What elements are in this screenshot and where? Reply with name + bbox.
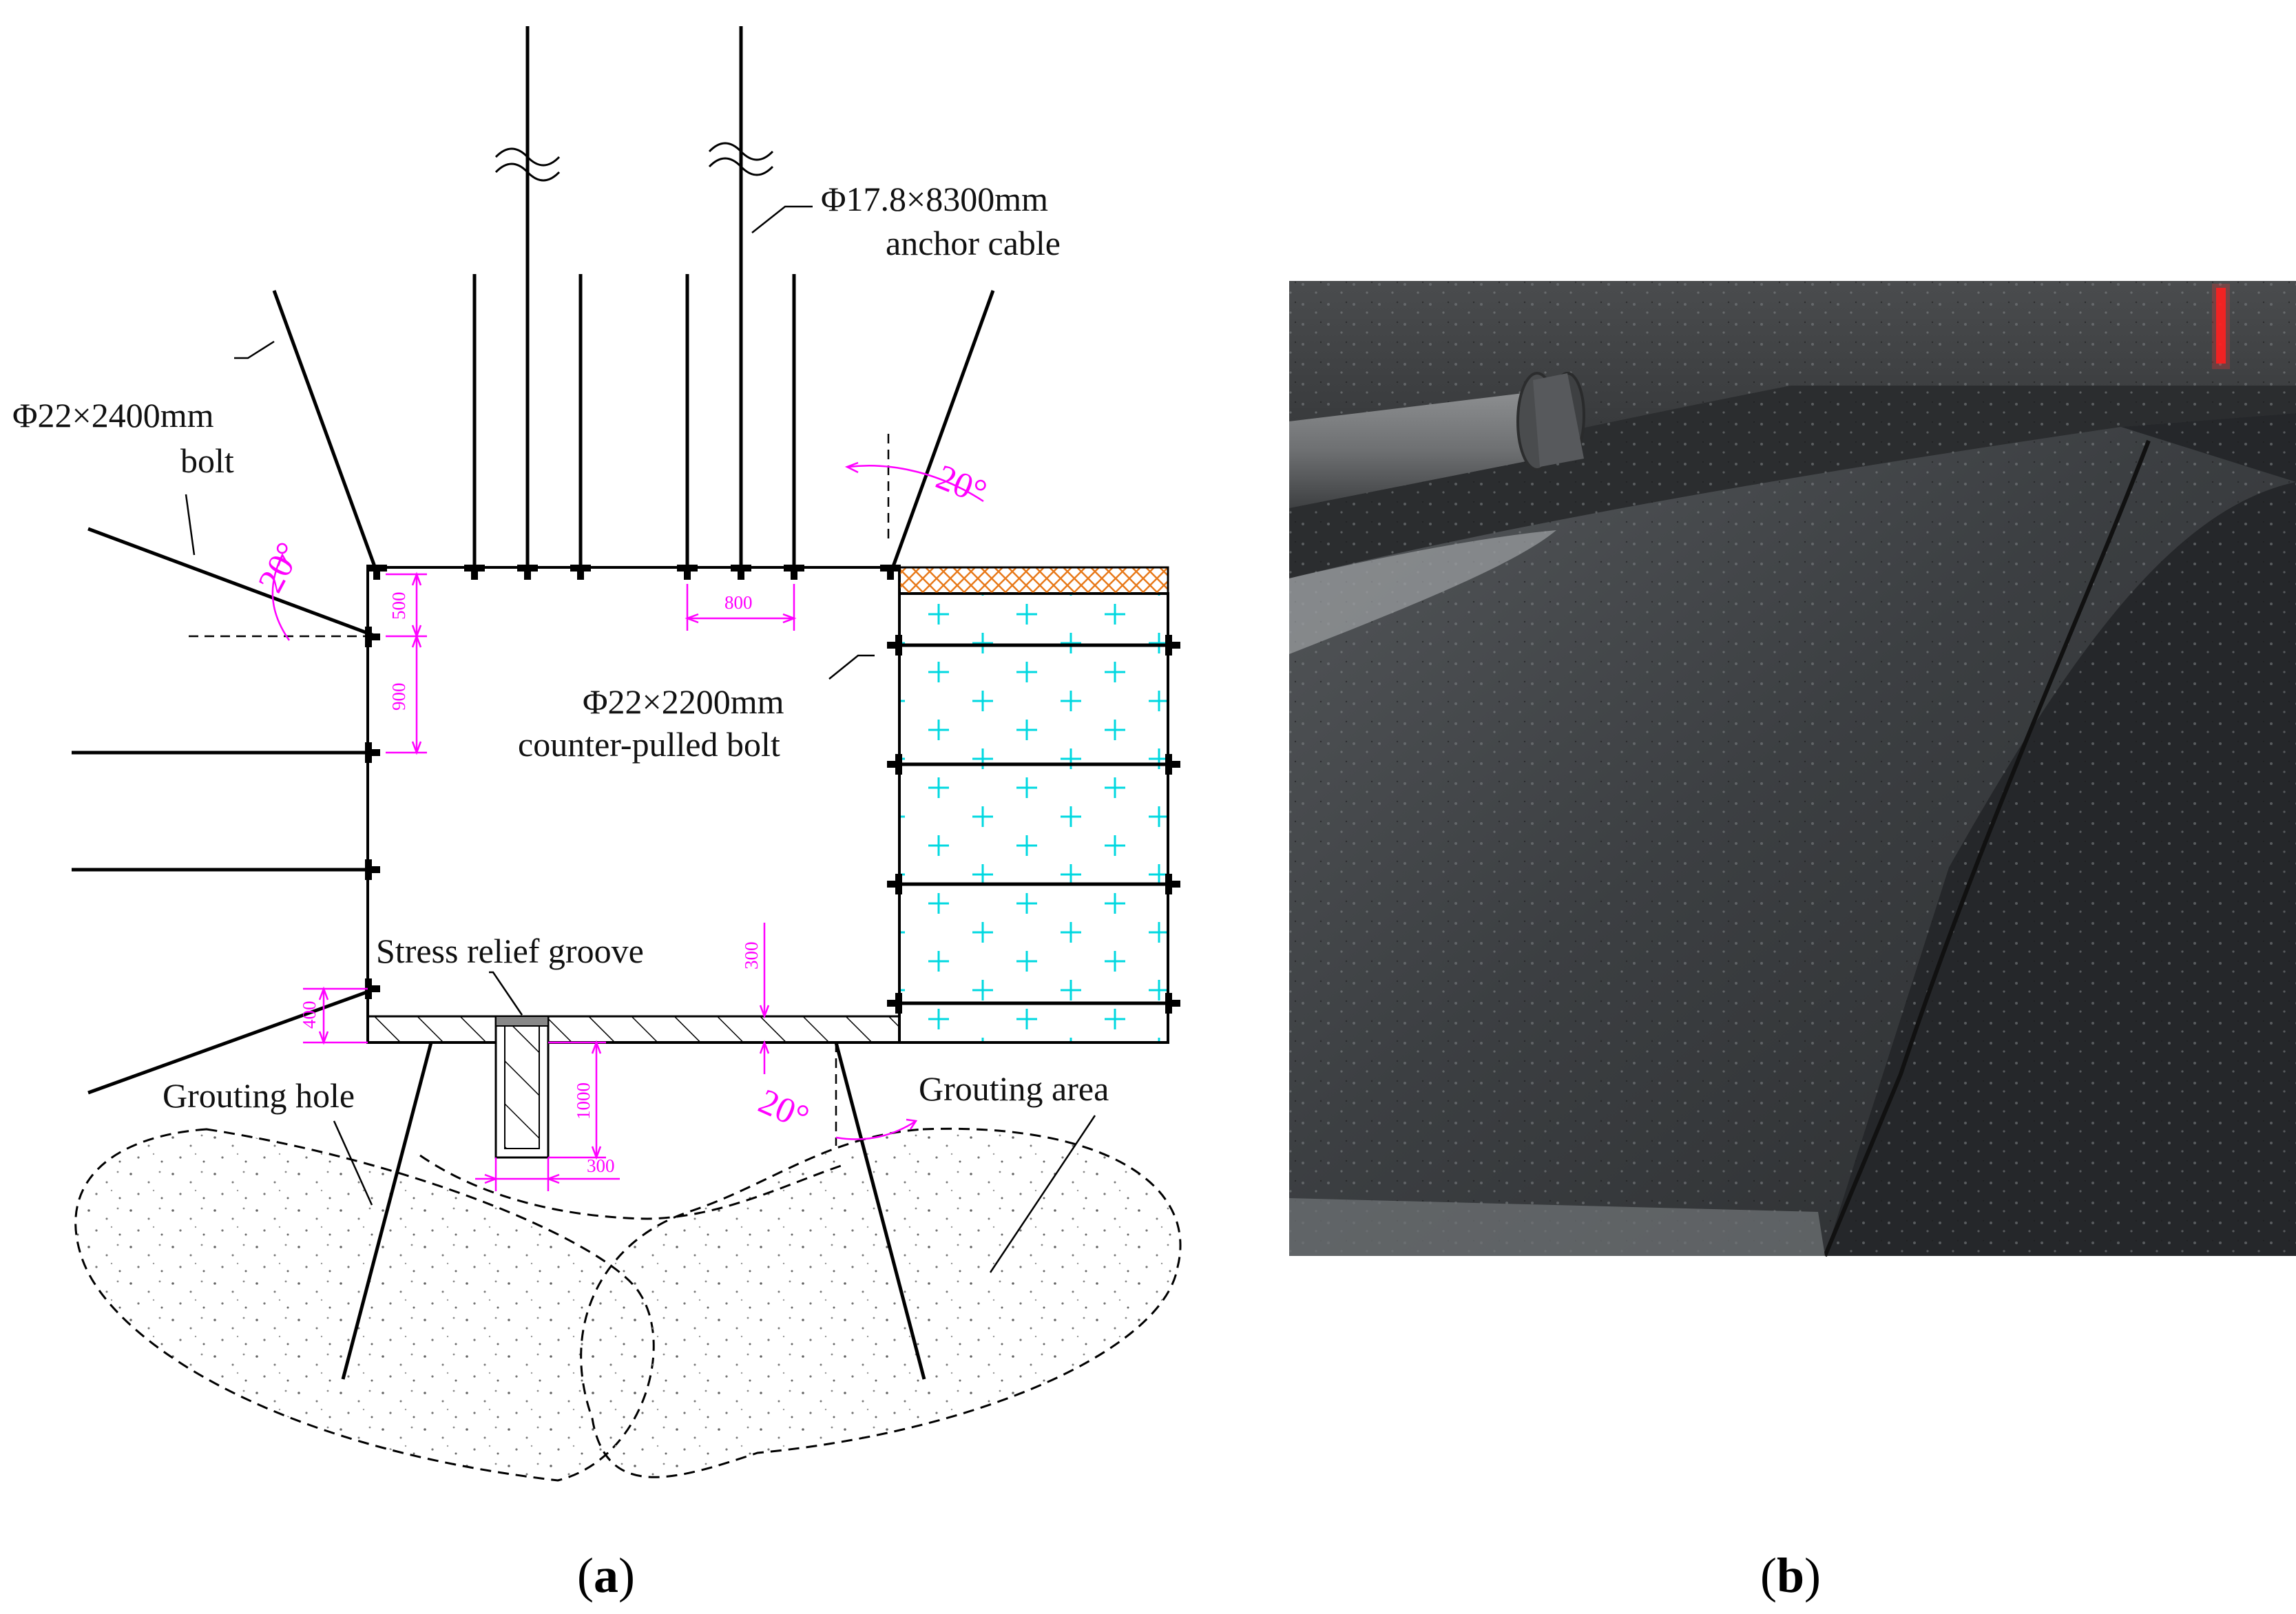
grouting-area-label: Grouting area: [919, 1069, 1109, 1108]
roof-bolts: [272, 274, 995, 571]
reference-lines: [189, 434, 890, 1146]
anchor-cables: [494, 26, 774, 567]
caption-a: (a): [577, 1548, 635, 1603]
dim-top-spacing: 800: [724, 592, 753, 613]
roadway-section: [366, 566, 901, 1044]
dim-bottom-left: 400: [299, 1001, 320, 1029]
grouting-hole-label: Grouting hole: [163, 1076, 355, 1115]
dim-groove-width: 300: [587, 1155, 615, 1176]
counter-bolt-name: counter-pulled bolt: [518, 725, 780, 764]
rib-bolt-inclined: [87, 527, 377, 638]
rib-bolts: [72, 527, 377, 1095]
grouting-zone-outline: [74, 1127, 1182, 1482]
panel-b-site-photo: (b): [1289, 281, 2296, 1603]
angle-bottom: 20°: [753, 1082, 815, 1138]
break-mark: [494, 147, 561, 182]
dimension-lines: [271, 461, 984, 1191]
dim-left-first: 500: [388, 592, 409, 620]
top-layer: [898, 566, 1169, 595]
break-mark: [708, 142, 774, 176]
floor-layer: [366, 1015, 901, 1044]
angle-right: 20°: [931, 457, 992, 512]
floor-bolts: [341, 1042, 926, 1380]
leader-lines: [185, 205, 1096, 1273]
angle-left: 20°: [251, 536, 309, 599]
bolt-name: bolt: [180, 441, 234, 480]
rib-bolt-inclined: [87, 987, 377, 1095]
pipe: [1289, 372, 1585, 508]
dim-groove-depth: 1000: [573, 1082, 594, 1120]
dim-left-second: 900: [388, 683, 409, 711]
dim-floor-layer: 300: [741, 942, 762, 970]
anchor-cable-name: anchor cable: [886, 224, 1061, 262]
light-patch: [1289, 530, 1556, 654]
roof-bolt-inclined: [272, 290, 378, 571]
red-light: [2216, 288, 2226, 364]
stress-relief-groove-label: Stress relief groove: [376, 932, 644, 970]
coal-pillar: [898, 592, 1169, 1044]
stress-relief-groove: [494, 1015, 550, 1159]
roof-bolt-inclined: [890, 290, 995, 571]
bolt-plates: [365, 565, 1180, 1014]
counter-pulled-bolts: [891, 643, 1179, 1005]
bolt-spec: Φ22×2400mm: [12, 396, 214, 434]
panel-a-roadway-support-diagram: 800 500 900 300 400 1000 300 20° 20° 20°…: [12, 26, 1182, 1603]
slab-front-edge: [1289, 1198, 1825, 1256]
slab-edge: [1823, 439, 2151, 1257]
counter-bolt-spec: Φ22×2200mm: [583, 682, 784, 721]
caption-b: (b): [1760, 1548, 1821, 1603]
anchor-cable-spec: Φ17.8×8300mm: [821, 180, 1048, 218]
